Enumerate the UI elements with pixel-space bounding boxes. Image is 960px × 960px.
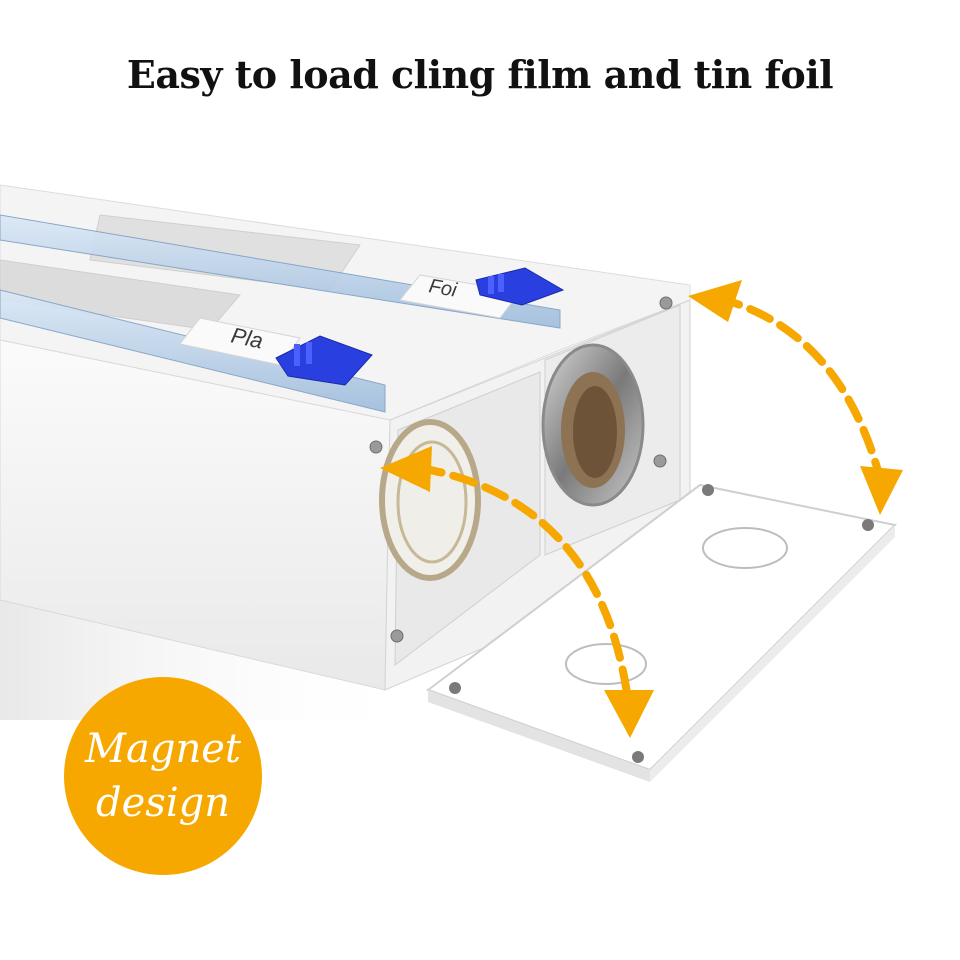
- magnet-icon: [369, 440, 383, 454]
- end-cap-hole-small: [565, 643, 647, 685]
- arrow-head: [688, 280, 742, 322]
- badge-line-2: design: [96, 780, 230, 826]
- page-title: Easy to load cling film and tin foil: [126, 52, 834, 97]
- magnet-icon: [632, 751, 644, 763]
- double-headed-arrow-icon: [714, 294, 884, 482]
- plastic-label-tab: [179, 317, 301, 366]
- magnet-icon: [653, 454, 667, 468]
- arrow-head: [604, 690, 654, 738]
- magnet-icon: [659, 296, 673, 310]
- double-headed-arrow-icon: [416, 464, 632, 704]
- foil-tab-text: Foi: [427, 275, 459, 302]
- magnet-icon: [702, 484, 714, 496]
- arrow-head: [860, 466, 903, 515]
- floor-shadow: [0, 600, 420, 720]
- magnet-icon: [390, 629, 404, 643]
- arrow-head: [380, 446, 432, 492]
- magnet-design-badge: Magnet design: [64, 677, 262, 875]
- badge-line-1: Magnet: [85, 726, 241, 772]
- magnet-icon: [862, 519, 874, 531]
- end-cap-hole-large: [702, 527, 788, 569]
- magnet-icon: [449, 682, 461, 694]
- slider-cutter-icon: [475, 267, 565, 306]
- slider-cutter-icon: [275, 335, 373, 386]
